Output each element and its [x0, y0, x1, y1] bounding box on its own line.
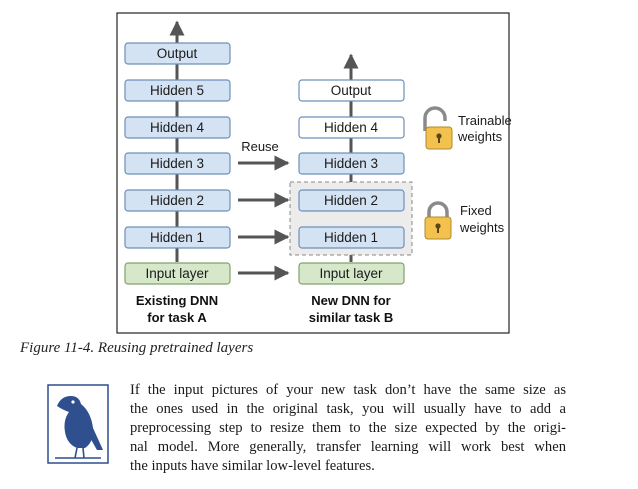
existing-hidden1-box [124, 226, 231, 249]
new-caption-line2: similar task B [309, 310, 394, 325]
new-hidden4-label: Hidden 4 [324, 120, 379, 135]
existing-hidden4-box [124, 116, 231, 139]
new-caption-line1: New DNN for [311, 293, 390, 308]
new-output-box [298, 79, 405, 102]
note-line: the inputs have similar low-level featur… [130, 458, 375, 474]
figure-frame [116, 12, 510, 334]
new-hidden3-label: Hidden 3 [324, 156, 378, 171]
new-hidden1-box [298, 226, 405, 249]
new-hidden2-box [298, 189, 405, 212]
existing-caption-line1: Existing DNN [136, 293, 218, 308]
new-output-label: Output [331, 83, 372, 98]
note-line: If the input pictures of your new task d… [130, 382, 566, 398]
new-dnn: Output Hidden 4 Hidden 3 Hidden 2 Hidden… [298, 79, 405, 285]
existing-output-box [124, 42, 231, 65]
existing-caption-line2: for task A [147, 310, 207, 325]
new-hidden3-box [298, 152, 405, 175]
figure: Output Hidden 5 Hidden 4 Hidden 3 Hidden… [116, 12, 512, 334]
new-hidden4-box [298, 116, 405, 139]
reuse-label: Reuse [241, 139, 279, 154]
new-hidden2-label: Hidden 2 [324, 193, 378, 208]
existing-hidden2-box [124, 189, 231, 212]
existing-hidden5-label: Hidden 5 [150, 83, 204, 98]
trainable-label-line2: weights [457, 129, 503, 144]
existing-input-label: Input layer [145, 266, 209, 281]
existing-hidden3-label: Hidden 3 [150, 156, 204, 171]
existing-hidden4-label: Hidden 4 [150, 120, 205, 135]
existing-output-label: Output [157, 46, 198, 61]
fixed-label-line1: Fixed [460, 203, 492, 218]
fixed-label-line2: weights [459, 220, 505, 235]
note-line: the ones used in the original task, you … [130, 401, 566, 417]
existing-hidden2-label: Hidden 2 [150, 193, 204, 208]
trainable-label-line1: Trainable [458, 113, 512, 128]
existing-hidden1-label: Hidden 1 [150, 230, 204, 245]
bird-icon [47, 384, 109, 464]
new-input-box [298, 262, 405, 285]
note-line: nal model. More generally, transfer lear… [130, 439, 566, 455]
new-input-label: Input layer [319, 266, 383, 281]
existing-dnn: Output Hidden 5 Hidden 4 Hidden 3 Hidden… [124, 42, 231, 285]
reuse-arrows: Reuse [238, 139, 290, 281]
locked-padlock-icon [424, 201, 452, 240]
existing-hidden5-box [124, 79, 231, 102]
unlocked-padlock-icon [423, 106, 453, 150]
existing-input-box [124, 262, 231, 285]
note-text: If the input pictures of your new task d… [130, 381, 566, 476]
figure-caption: Figure 11-4. Reusing pretrained layers [20, 340, 254, 356]
new-hidden1-label: Hidden 1 [324, 230, 378, 245]
note-line: preprocessing step to resize them to the… [130, 420, 566, 436]
existing-hidden3-box [124, 152, 231, 175]
